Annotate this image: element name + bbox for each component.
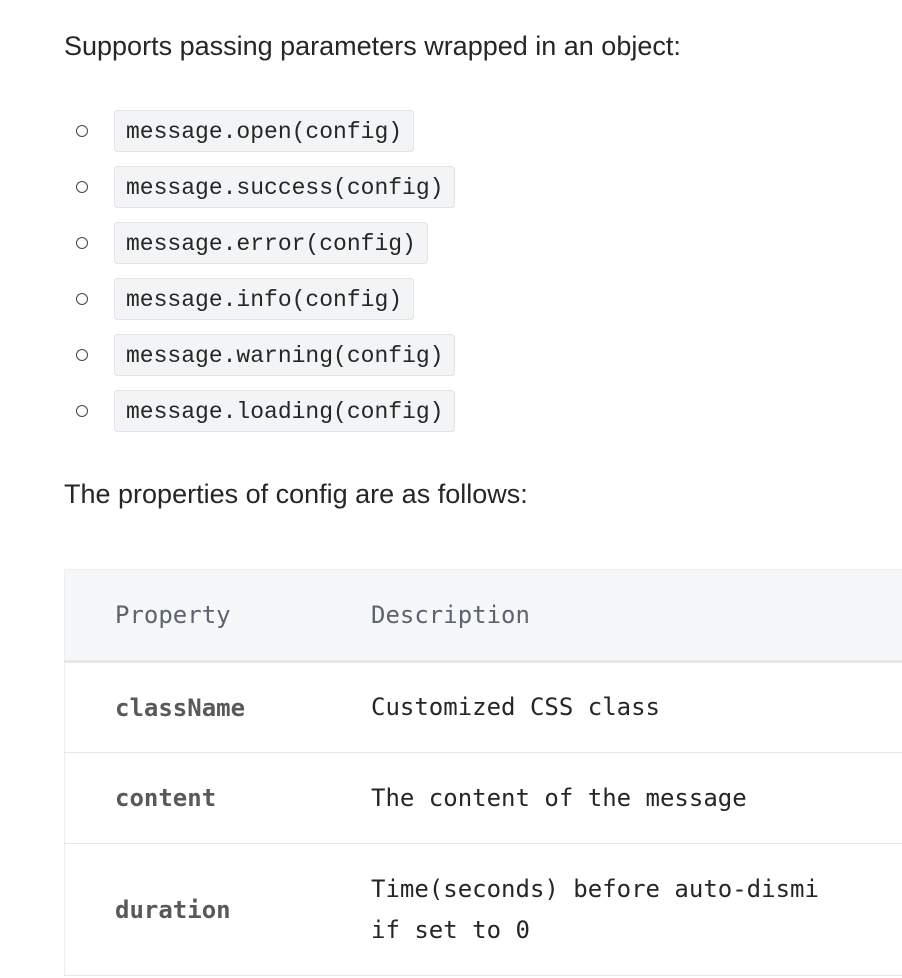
- inline-code: message.open(config): [114, 110, 415, 152]
- method-list: message.open(config) message.success(con…: [64, 110, 456, 446]
- list-item: message.success(config): [64, 166, 456, 208]
- circle-bullet-icon: [76, 405, 88, 417]
- inline-code: message.success(config): [114, 166, 456, 208]
- list-item: message.warning(config): [64, 334, 456, 376]
- header-property: Property: [115, 601, 231, 629]
- table-row: className Customized CSS class: [64, 661, 902, 753]
- api-table-container: Property Description className Customize…: [64, 569, 902, 978]
- circle-bullet-icon: [76, 349, 88, 361]
- list-item: message.loading(config): [64, 390, 456, 432]
- property-description: Customized CSS class: [371, 693, 660, 721]
- intro-paragraph: Supports passing parameters wrapped in a…: [64, 31, 681, 61]
- table-header-row: Property Description: [64, 569, 902, 662]
- table-row: duration Time(seconds) before auto-dismi…: [64, 843, 902, 976]
- list-item: message.open(config): [64, 110, 455, 152]
- inline-code: message.warning(config): [114, 334, 456, 376]
- property-name: content: [115, 784, 217, 812]
- circle-bullet-icon: [76, 237, 88, 249]
- property-name: duration: [115, 895, 231, 924]
- header-description: Description: [371, 601, 530, 629]
- list-item: message.info(config): [64, 278, 455, 320]
- inline-code: message.loading(config): [114, 390, 456, 432]
- property-description: The content of the message: [371, 783, 747, 812]
- list-item: message.error(config): [64, 222, 455, 264]
- description-line: Time(seconds) before auto-dismi: [371, 874, 819, 903]
- inline-code: message.error(config): [114, 222, 428, 264]
- inline-code: message.info(config): [114, 278, 415, 320]
- api-table: Property Description className Customize…: [64, 569, 902, 976]
- property-name: className: [115, 693, 246, 722]
- description-line: if set to 0: [371, 915, 530, 944]
- table-row: content The content of the message: [64, 752, 902, 844]
- circle-bullet-icon: [76, 125, 88, 137]
- property-description: Time(seconds) before auto-dismi if set t…: [371, 844, 902, 976]
- properties-intro-paragraph: The properties of config are as follows:: [64, 479, 528, 509]
- circle-bullet-icon: [76, 181, 88, 193]
- circle-bullet-icon: [76, 293, 88, 305]
